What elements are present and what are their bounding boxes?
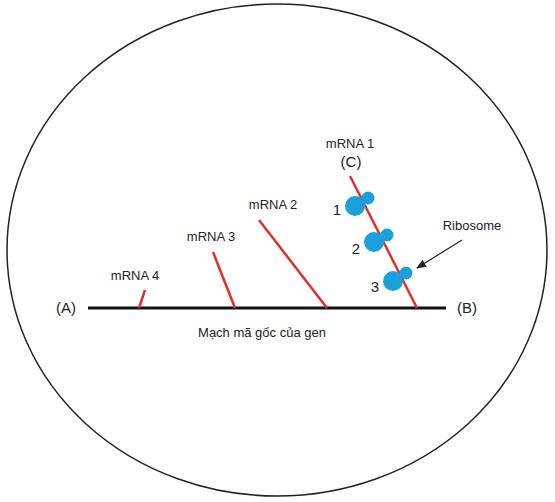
callout-number: 1 bbox=[332, 201, 342, 218]
mrna-label: mRNA 4 bbox=[110, 269, 160, 284]
leader-arrow bbox=[417, 240, 462, 268]
cell-outline bbox=[7, 4, 547, 496]
point-label: (A) bbox=[55, 299, 77, 316]
mrna-label: mRNA 2 bbox=[248, 198, 298, 213]
template-strand bbox=[88, 307, 446, 310]
mrna-strand bbox=[139, 290, 145, 308]
mrna-label: mRNA 3 bbox=[186, 230, 236, 245]
ribosome-small bbox=[400, 267, 413, 280]
ribosome-small bbox=[362, 192, 375, 205]
mrna-strand bbox=[259, 220, 327, 308]
callout-number: 2 bbox=[351, 240, 361, 257]
mrna-strand bbox=[213, 252, 235, 308]
callout-number: 3 bbox=[370, 278, 380, 295]
ribosome-group bbox=[345, 192, 413, 292]
mrna-label: mRNA 1 bbox=[325, 137, 375, 152]
point-label: (C) bbox=[340, 153, 363, 170]
part-label: Ribosome bbox=[442, 219, 503, 234]
ribosome-small bbox=[381, 229, 394, 242]
strand-label: Mạch mã gốc của gen bbox=[197, 326, 327, 341]
point-label: (B) bbox=[456, 299, 478, 316]
mrna-strand bbox=[350, 176, 417, 308]
